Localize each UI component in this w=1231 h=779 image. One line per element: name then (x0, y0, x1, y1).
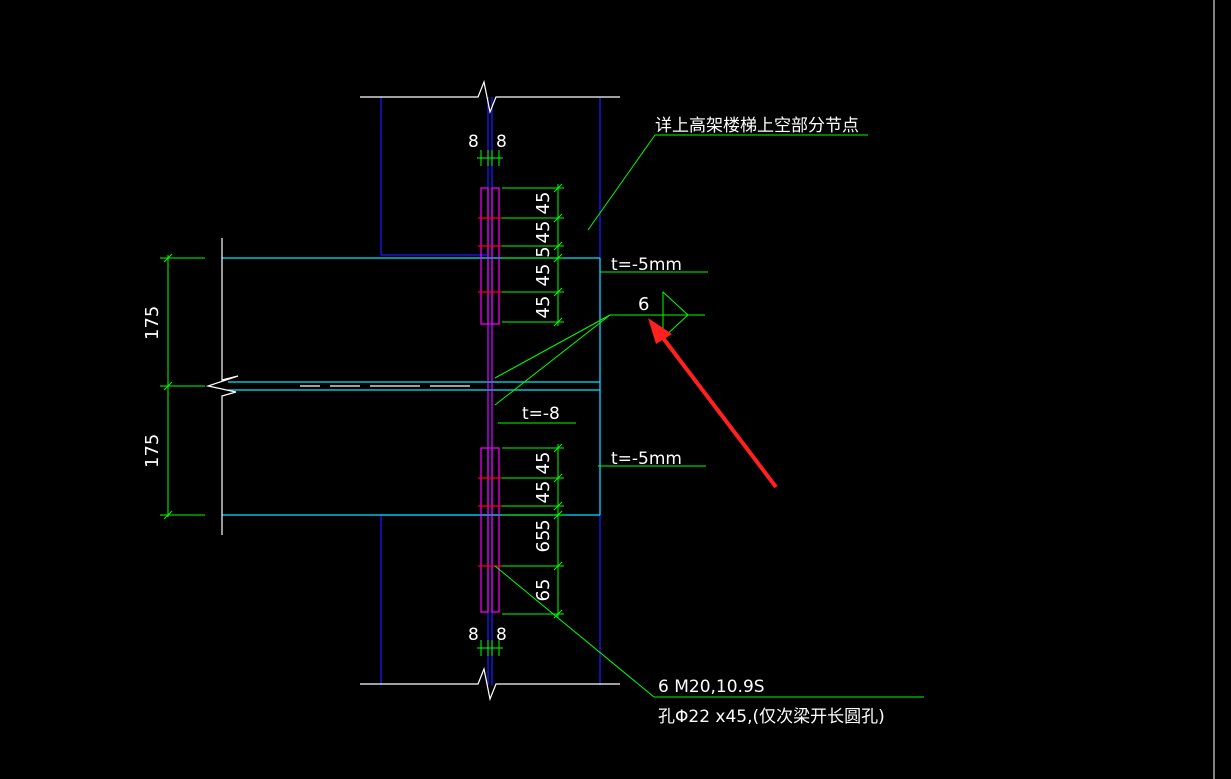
bolt-spec: 6 M20,10.9S (658, 677, 765, 697)
upper-bolt-spacing-labels: 45 45 5 45 45 (533, 192, 554, 319)
dim-top-gap-right: 8 (496, 132, 507, 152)
lower-spacing-label-3: 65 (533, 530, 554, 553)
upper-spacing-label-4: 45 (533, 296, 554, 319)
beam-cut-line (205, 238, 470, 535)
lower-spacing-label-4: 65 (533, 579, 554, 602)
dim-top-gap-left: 8 (468, 132, 479, 152)
highlight-arrow (648, 318, 778, 489)
middle-stiffener (487, 323, 493, 449)
lower-connection-plate (480, 447, 500, 613)
upper-spacing-label-3: 45 (533, 264, 554, 287)
stiffener-thickness: t=-8 (522, 404, 560, 424)
column-cut-lines (360, 79, 620, 702)
upper-spacing-label-0: 45 (533, 192, 554, 215)
dim-bottom-gap-right: 8 (496, 625, 507, 645)
dim-beam-half-lower: 175 (142, 434, 163, 468)
dim-bottom-gap-left: 8 (468, 625, 479, 645)
column-outline (380, 97, 601, 685)
bolt-marks (478, 217, 502, 567)
leader-lines (494, 134, 924, 698)
lower-spacing-label-0: 45 (533, 452, 554, 475)
dim-beam-half-upper: 175 (142, 306, 163, 340)
plate-thickness-upper: t=-5mm (611, 255, 682, 275)
upper-connection-plate (480, 187, 500, 325)
top-reference-note: 详上高架楼梯上空部分节点 (655, 116, 859, 136)
lower-spacing-label-2: 5 (533, 519, 554, 530)
hole-spec: 孔Φ22 x45,(仅次梁开长圆孔) (658, 707, 885, 727)
weld-size: 6 (638, 294, 649, 315)
dimension-lines (160, 150, 564, 656)
upper-spacing-label-1: 45 (533, 221, 554, 244)
plate-thickness-lower: t=-5mm (611, 449, 682, 469)
upper-spacing-label-2: 5 (533, 246, 554, 257)
lower-spacing-label-1: 45 (533, 481, 554, 504)
